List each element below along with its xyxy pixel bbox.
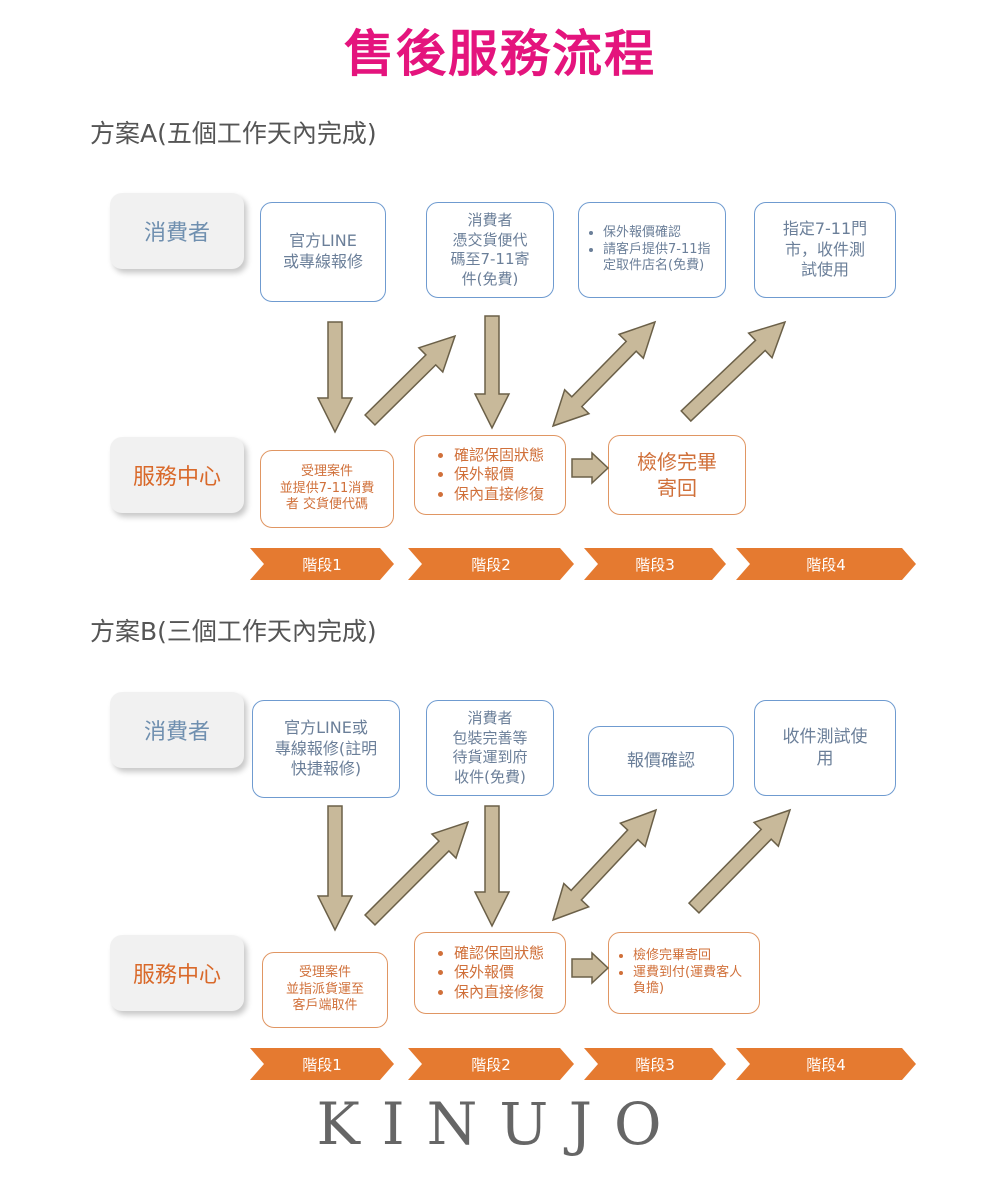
plan-b-arrow-up-1 (363, 820, 470, 927)
bullet-item: 檢修完畢寄回 (633, 948, 753, 965)
step-line: 報價確認 (627, 750, 695, 771)
step-line: 試使用 (800, 260, 849, 280)
plan-a-consumer-step-2: 消費者 憑交貨便代 碼至7-11寄 件(免費) (426, 202, 554, 298)
step-line: 者 交貨便代碼 (285, 497, 369, 513)
plan-b-arrow-double (551, 808, 658, 922)
bullet-item: 保外報價 (454, 465, 544, 485)
stage-label: 階段1 (302, 555, 342, 574)
step-line: 包裝完善等 (452, 728, 528, 747)
plan-b-arrow-down-1 (316, 805, 354, 932)
plan-b-stage-3: 階段3 (584, 1048, 726, 1080)
plan-a-arrow-down-2 (473, 315, 511, 430)
step-line: 檢修完畢 (637, 450, 717, 474)
plan-a-heading: 方案A(五個工作天內完成) (90, 119, 377, 148)
plan-a-consumer-step-1: 官方LINE 或專線報修 (260, 202, 386, 302)
step-line: 收件測試使 (782, 726, 868, 747)
stage-label: 階段4 (806, 555, 846, 574)
plan-a-arrow-right (571, 451, 610, 485)
plan-b-role-consumer: 消費者 (110, 692, 244, 768)
step-line: 客戶端取件 (292, 998, 358, 1014)
plan-a-stage-1: 階段1 (250, 548, 394, 580)
plan-a-role-center: 服務中心 (110, 437, 244, 513)
bullet-item: 請客戶提供7-11指定取件店名(免費) (603, 242, 719, 276)
step-line: 官方LINE或 (284, 717, 368, 737)
plan-a-arrow-down-1 (316, 321, 354, 434)
plan-b-center-step-1: 受理案件 並指派貨運至 客戶端取件 (262, 952, 388, 1028)
plan-b-center-step-3: 檢修完畢寄回 運費到付(運費客人負擔) (608, 932, 760, 1014)
step-line: 寄回 (657, 476, 697, 500)
step-line: 收件(免費) (454, 767, 526, 786)
stage-label: 階段4 (806, 1055, 846, 1074)
step-line: 專線報修(註明 (274, 738, 378, 758)
stage-label: 階段1 (302, 1055, 342, 1074)
plan-b-stage-1: 階段1 (250, 1048, 394, 1080)
bullet-item: 運費到付(運費客人負擔) (633, 965, 753, 999)
step-line: 快捷報修) (290, 759, 362, 779)
plan-b-stage-2: 階段2 (408, 1048, 574, 1080)
step-line: 官方LINE (289, 231, 357, 251)
plan-b-arrow-right (571, 951, 610, 985)
step-line: 並指派貨運至 (285, 981, 364, 997)
plan-a-arrow-up-2 (680, 320, 787, 423)
bullet-item: 保內直接修復 (454, 485, 544, 505)
step-line: 並提供7-11消費 (279, 480, 375, 496)
plan-b-consumer-step-1: 官方LINE或 專線報修(註明 快捷報修) (252, 700, 400, 798)
plan-a-stage-2: 階段2 (408, 548, 574, 580)
plan-a-arrow-up-1 (364, 334, 457, 427)
step-line: 件(免費) (461, 269, 519, 288)
plan-a-stage-4: 階段4 (736, 548, 916, 580)
plan-a-role-consumer: 消費者 (110, 193, 244, 269)
plan-b-role-center: 服務中心 (110, 935, 244, 1011)
step-line: 或專線報修 (282, 252, 363, 271)
step-line: 市，收件測 (784, 239, 865, 259)
step-line: 受理案件 (300, 463, 353, 479)
kinujo-logo: KINUJO (316, 1090, 684, 1158)
bullet-item: 保內直接修復 (454, 983, 544, 1003)
plan-b-consumer-step-2: 消費者 包裝完善等 待貨運到府 收件(免費) (426, 700, 554, 796)
plan-b-center-step-2: 確認保固狀態 保外報價 保內直接修復 (414, 932, 566, 1014)
plan-a-center-step-3: 檢修完畢 寄回 (608, 435, 746, 515)
plan-b-arrow-up-2 (687, 808, 792, 914)
plan-a-stage-3: 階段3 (584, 548, 726, 580)
bullet-item: 確認保固狀態 (454, 446, 544, 466)
plan-b-consumer-step-3: 報價確認 (588, 726, 734, 796)
plan-a-center-step-1: 受理案件 並提供7-11消費 者 交貨便代碼 (260, 450, 394, 528)
stage-label: 階段3 (635, 1055, 675, 1074)
stage-label: 階段2 (471, 1055, 511, 1074)
page-title: 售後服務流程 (344, 25, 656, 83)
step-line: 用 (816, 749, 834, 769)
step-line: 消費者 (467, 211, 513, 229)
bullet-item: 保外報價確認 (603, 225, 719, 242)
stage-label: 階段2 (471, 555, 511, 574)
plan-b-stage-4: 階段4 (736, 1048, 916, 1080)
stage-label: 階段3 (635, 555, 675, 574)
step-line: 消費者 (467, 709, 513, 727)
plan-a-center-step-2: 確認保固狀態 保外報價 保內直接修復 (414, 435, 566, 515)
step-line: 碼至7-11寄 (450, 250, 530, 268)
bullet-item: 保外報價 (454, 963, 544, 983)
plan-b-arrow-down-2 (473, 805, 511, 928)
plan-b-consumer-step-4: 收件測試使 用 (754, 700, 896, 796)
plan-a-consumer-step-4: 指定7-11門 市，收件測 試使用 (754, 202, 896, 298)
plan-a-arrow-double (551, 320, 657, 428)
plan-a-consumer-step-3: 保外報價確認 請客戶提供7-11指定取件店名(免費) (578, 202, 726, 298)
step-line: 憑交貨便代 (452, 230, 528, 249)
plan-b-heading: 方案B(三個工作天內完成) (90, 617, 377, 646)
step-line: 待貨運到府 (452, 748, 528, 766)
step-line: 指定7-11門 (782, 218, 868, 238)
bullet-item: 確認保固狀態 (454, 944, 544, 964)
step-line: 受理案件 (298, 964, 351, 980)
